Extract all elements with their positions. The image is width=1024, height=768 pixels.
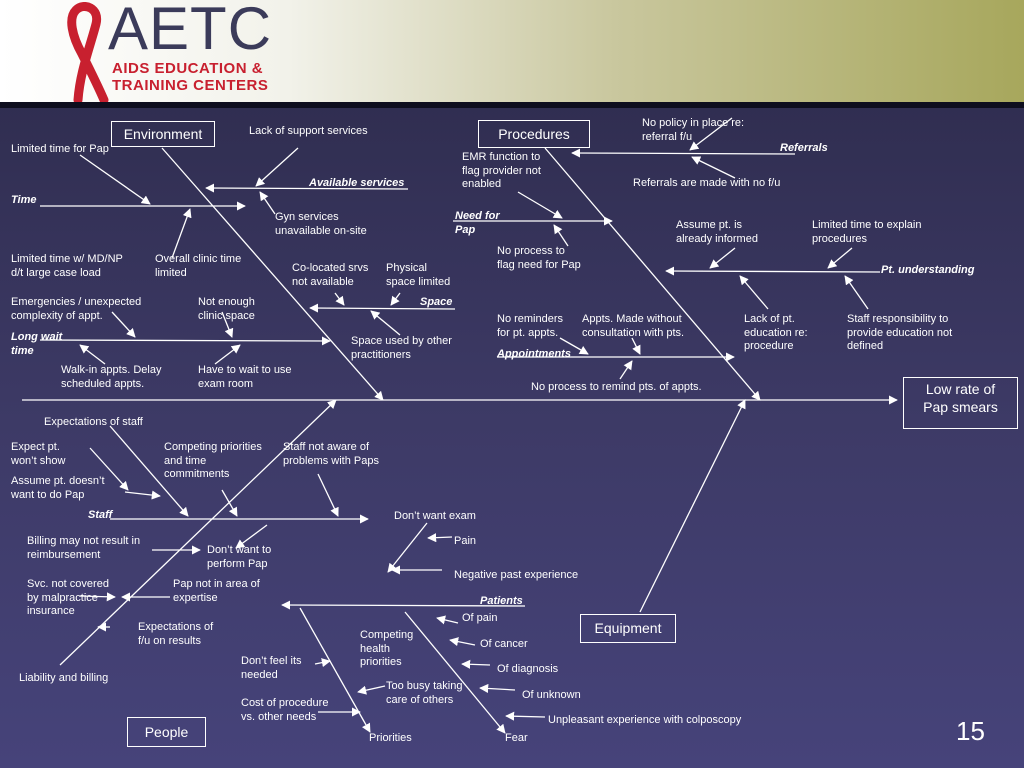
label-of-pain: Of pain bbox=[462, 612, 498, 624]
logo-subtitle-line1: AIDS EDUCATION & bbox=[112, 60, 264, 77]
label-priorities: Priorities bbox=[369, 732, 412, 744]
label-pt-understanding: Pt. understanding bbox=[881, 264, 975, 276]
label-liability: Liability and billing bbox=[19, 672, 109, 684]
label-space: Space bbox=[420, 296, 453, 308]
label-referrals-made: Referrals are made with no f/u bbox=[633, 177, 781, 189]
label-no-process-remind: No process to remind pts. of appts. bbox=[531, 381, 702, 393]
label-limited-time-pap: Limited time for Pap bbox=[11, 143, 109, 155]
label-patients: Patients bbox=[480, 595, 523, 607]
label-time: Time bbox=[11, 194, 37, 206]
label-staff: Staff bbox=[88, 509, 113, 521]
label-no-policy: No policy in place re:referral f/u bbox=[642, 117, 745, 143]
label-fear: Fear bbox=[505, 732, 528, 744]
label-pain: Pain bbox=[454, 535, 477, 547]
red-ribbon-icon bbox=[67, 2, 109, 102]
label-of-unknown: Of unknown bbox=[522, 689, 581, 701]
page-number: 15 bbox=[956, 716, 985, 746]
label-expect-no-show: Expect pt.won’t show bbox=[11, 441, 66, 467]
logo-subtitle-line2: TRAINING CENTERS bbox=[112, 77, 269, 94]
label-referrals: Referrals bbox=[780, 142, 828, 154]
effect-line2: Pap smears bbox=[923, 399, 998, 415]
category-procedures: Procedures bbox=[478, 120, 590, 148]
category-environment: Environment bbox=[111, 121, 215, 147]
effect-line1: Low rate of bbox=[925, 381, 996, 397]
label-lack-support: Lack of support services bbox=[249, 125, 368, 137]
label-dont-want-exam: Don’t want exam bbox=[394, 510, 476, 522]
label-lack-pt-education: Lack of pt.education re:procedure bbox=[744, 313, 808, 352]
label-of-cancer: Of cancer bbox=[480, 638, 528, 650]
label-available-services: Available services bbox=[309, 177, 405, 189]
logo-title: AETC bbox=[108, 0, 273, 62]
category-equipment: Equipment bbox=[580, 614, 676, 643]
category-people: People bbox=[127, 717, 206, 747]
label-appointments: Appointments bbox=[497, 348, 571, 360]
header-divider bbox=[0, 102, 1024, 108]
label-expectations-staff: Expectations of staff bbox=[44, 416, 143, 428]
label-unpleasant: Unpleasant experience with colposcopy bbox=[548, 714, 742, 726]
label-negative-past: Negative past experience bbox=[454, 569, 579, 581]
label-of-diagnosis: Of diagnosis bbox=[497, 663, 559, 675]
header-banner: AETC AIDS EDUCATION & TRAINING CENTERS bbox=[0, 0, 1024, 104]
effect-box: Low rate of Pap smears bbox=[903, 377, 1018, 429]
